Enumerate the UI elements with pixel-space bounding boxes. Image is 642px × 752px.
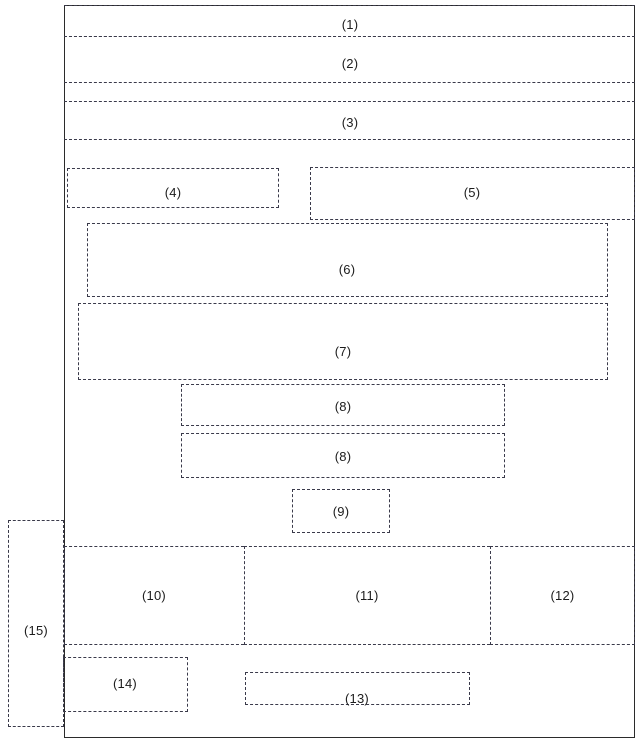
region-2[interactable] (64, 36, 635, 83)
region-11[interactable] (244, 546, 490, 645)
region-8[interactable] (181, 433, 505, 478)
region-7[interactable] (78, 303, 608, 380)
region-8[interactable] (181, 384, 505, 426)
region-5[interactable] (310, 167, 635, 220)
region-6[interactable] (87, 223, 608, 297)
region-1[interactable] (64, 5, 635, 37)
region-15[interactable] (8, 520, 64, 727)
region-13[interactable] (245, 672, 470, 705)
region-9[interactable] (292, 489, 390, 533)
page-frame (64, 5, 635, 738)
region-3[interactable] (64, 101, 635, 140)
region-10[interactable] (64, 546, 244, 645)
region-12[interactable] (490, 546, 635, 645)
region-14[interactable] (63, 657, 188, 712)
region-4[interactable] (67, 168, 279, 208)
